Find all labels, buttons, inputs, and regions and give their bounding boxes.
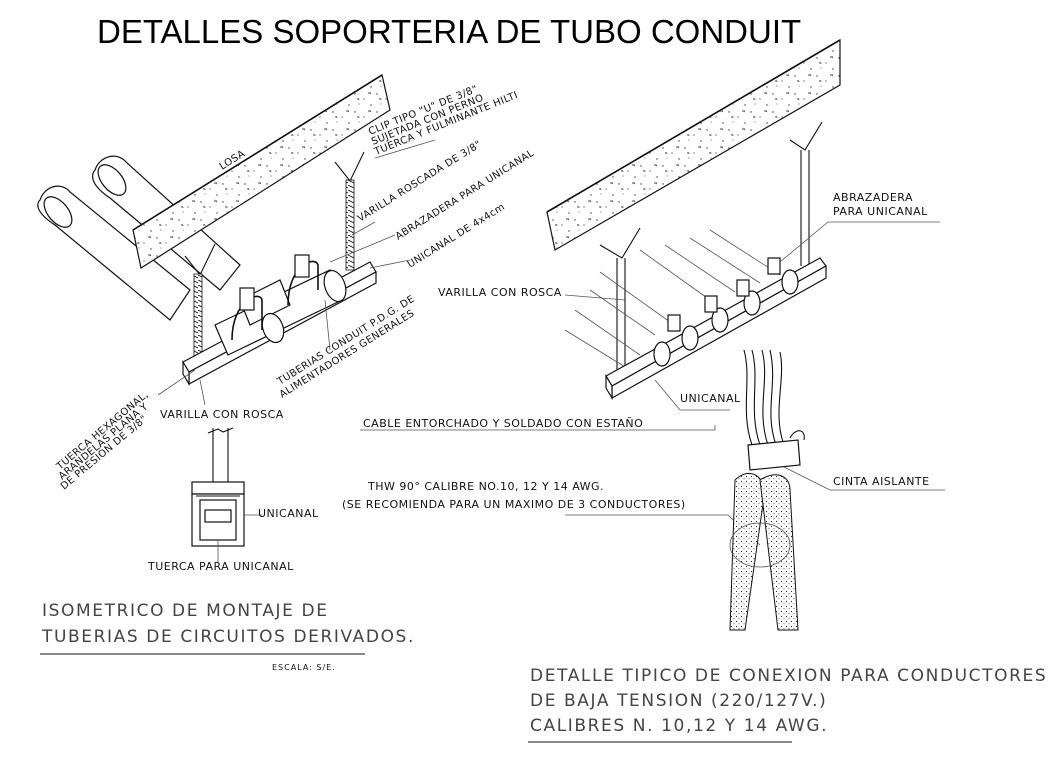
caption-right-1: DETALLE TIPICO DE CONEXION PARA CONDUCTO… — [530, 666, 1047, 686]
right-caption: DETALLE TIPICO DE CONEXION PARA CONDUCTO… — [528, 666, 1047, 743]
right-isometric-detail: ABRAZADERA PARA UNICANAL VARILLA CON ROS… — [342, 38, 945, 546]
u-clip-right — [334, 151, 365, 183]
caption-right-2: DE BAJA TENSION (220/127V.) — [530, 691, 827, 711]
label-cable: CABLE ENTORCHADO Y SOLDADO CON ESTAÑO — [363, 417, 643, 430]
label-unicanal: UNICANAL DE 4x4cm — [406, 202, 507, 271]
conduit-pipes-on-channel — [214, 269, 347, 356]
label-tuerca-unicanal: TUERCA PARA UNICANAL — [147, 560, 294, 573]
channel-clamps — [231, 254, 319, 341]
label-thw-1: THW 90° CALIBRE NO.10, 12 Y 14 AWG. — [367, 480, 604, 493]
label-tuerca-2: ARANDELAS PLANA Y — [57, 401, 151, 482]
label-thw-2: (SE RECOMIENDA PARA UN MAXIMO DE 3 CONDU… — [342, 498, 686, 511]
scale-note: ESCALA: S/E. — [272, 663, 336, 672]
left-caption: ISOMETRICO DE MONTAJE DE TUBERIAS DE CIR… — [40, 601, 415, 672]
label-unicanal-right: UNICANAL — [680, 392, 741, 405]
u-clip-right-2 — [789, 121, 823, 151]
caption-left-1: ISOMETRICO DE MONTAJE DE — [42, 601, 329, 621]
u-clip-right-1 — [599, 227, 641, 259]
label-abrazadera-right-1: ABRAZADERA — [833, 191, 913, 204]
unichannel-section: VARILLA CON ROSCA UNICANAL TUERCA PARA U… — [147, 408, 319, 573]
caption-right-3: CALIBRES N. 10,12 Y 14 AWG. — [530, 716, 828, 736]
caption-left-2: TUBERIAS DE CIRCUITOS DERIVADOS. — [41, 627, 415, 647]
label-abrazadera-right-2: PARA UNICANAL — [833, 205, 928, 218]
splice-tail — [789, 430, 805, 441]
label-varilla-con-rosca-right: VARILLA CON ROSCA — [438, 286, 562, 299]
cable-splice-detail — [729, 349, 805, 631]
cables-right — [564, 229, 781, 371]
drawing-title: DETALLES SOPORTERIA DE TUBO CONDUIT — [97, 13, 801, 50]
concrete-slab-right — [546, 38, 841, 251]
label-unicanal-section: UNICANAL — [258, 507, 319, 520]
threaded-rod-right — [345, 179, 355, 271]
label-cinta: CINTA AISLANTE — [833, 475, 930, 488]
label-varilla-con-rosca-left: VARILLA CON ROSCA — [160, 408, 284, 421]
clamped-pipes-right — [653, 257, 799, 367]
